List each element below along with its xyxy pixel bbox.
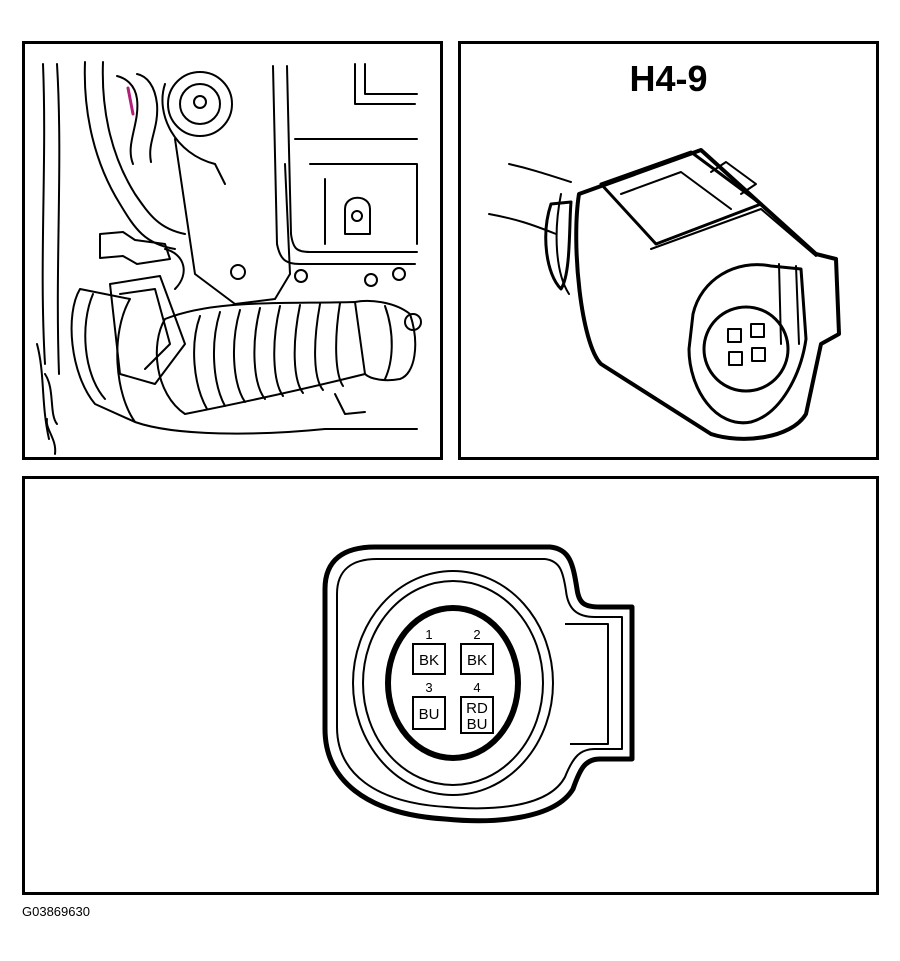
connector-face-panel: 1 BK 2 BK 3 BU 4 RD BU [22, 476, 879, 895]
pin-1-color: BK [419, 652, 439, 669]
pin-2-cavity [460, 643, 494, 675]
pin-2: 2 BK [460, 627, 494, 675]
engine-location-panel [22, 41, 443, 460]
pin-2-number: 2 [473, 627, 480, 642]
pin-4-color-line-2: BU [467, 716, 488, 733]
connector-id-label: H4-9 [629, 58, 708, 99]
pin-3-number: 3 [425, 680, 432, 695]
connector-isometric-panel: H4-9 [458, 41, 879, 460]
pin-3-color: BU [419, 706, 440, 723]
figure-code: G03869630 [22, 904, 90, 919]
pin-1: 1 BK [412, 627, 446, 675]
pin-3: 3 BU [412, 680, 446, 730]
pin-4-number: 4 [473, 680, 480, 695]
pin-4-color-line-1: RD [466, 700, 488, 717]
connector-isometric-illustration [488, 148, 841, 441]
pin-4: 4 RD BU [460, 680, 494, 734]
pin-3-cavity [412, 696, 446, 730]
pin-1-cavity [412, 643, 446, 675]
connector-face-view: 1 BK 2 BK 3 BU 4 RD BU [322, 544, 635, 824]
pin-1-number: 1 [425, 627, 432, 642]
engine-compartment-illustration [36, 61, 422, 455]
pin-4-cavity [460, 696, 494, 734]
pin-2-color: BK [467, 652, 487, 669]
